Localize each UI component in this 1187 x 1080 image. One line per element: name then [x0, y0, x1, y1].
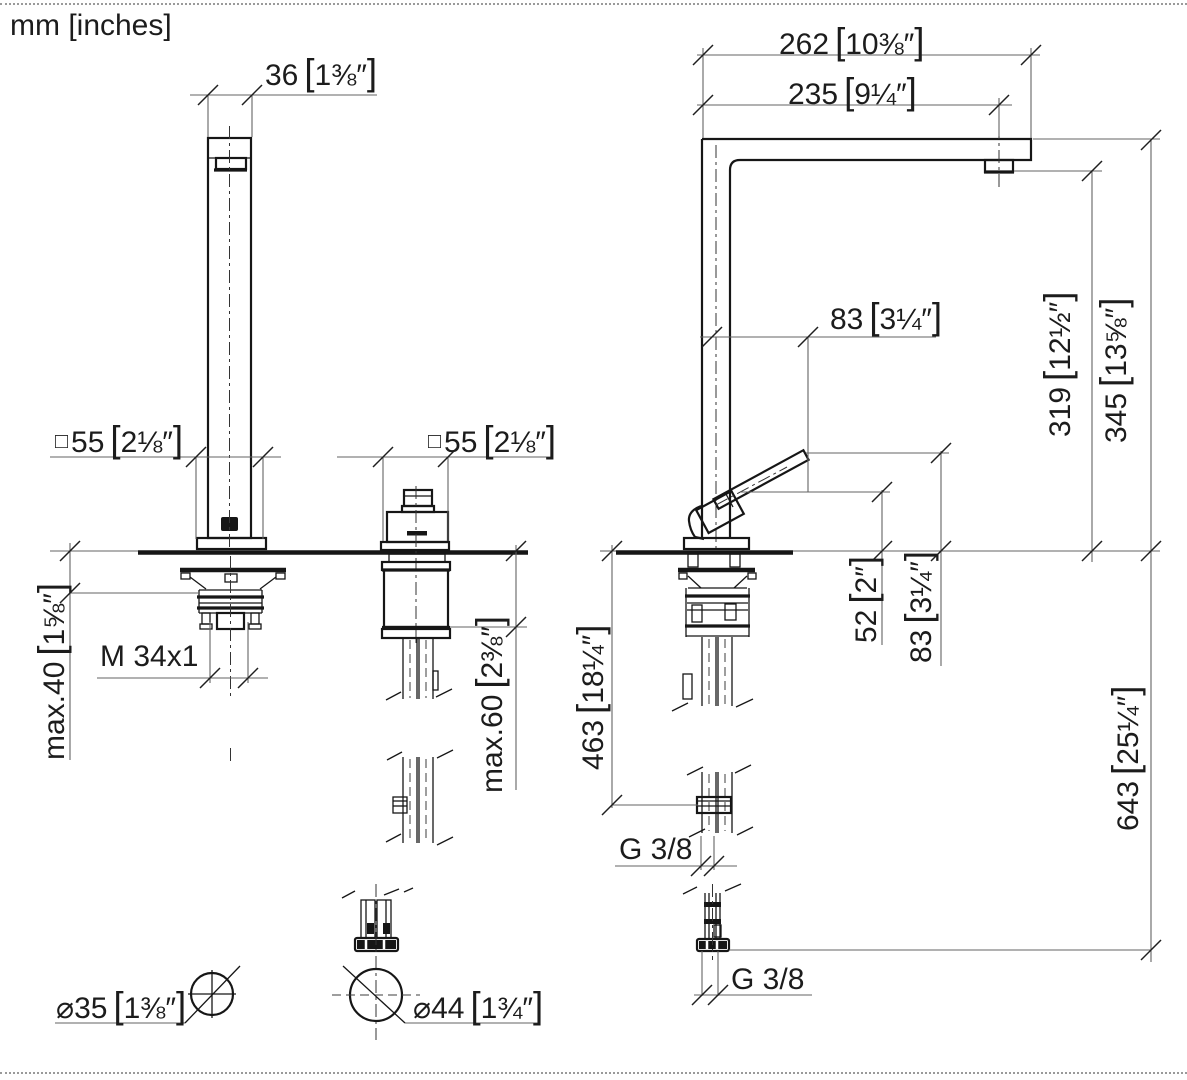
dimension-lines: [50, 48, 1160, 1024]
hole-circle-valve: [332, 967, 420, 1023]
side-base-plate: [682, 536, 751, 551]
front-valve-hoses: [385, 638, 454, 846]
dim-connection-bottom: G 3/8: [731, 963, 805, 996]
front-spout-outline: [195, 126, 268, 556]
dim-handle-top-height: 83[3¼″]: [898, 550, 939, 663]
dim-hose-total: 643[25¼″]: [1105, 685, 1146, 831]
side-hose-end: [682, 883, 742, 960]
dim-spout-width: 36[1⅜″]: [265, 52, 378, 93]
side-mounting: [678, 553, 757, 637]
dim-hole-spout: ⌀35[1⅜″]: [56, 985, 187, 1026]
hole-circle-spout: [188, 970, 236, 1018]
dim-hole-valve: ⌀44[1¾″]: [413, 985, 544, 1026]
dim-handle-length: 83[3¼″]: [830, 296, 943, 337]
sensor-window: [221, 517, 238, 531]
dim-height-outlet: 319[12½″]: [1037, 291, 1078, 437]
front-valve-mounting: [380, 553, 452, 640]
dim-counter-max-spout: max.40[1⅝″]: [31, 582, 72, 760]
bottom-border: [0, 1072, 1187, 1074]
side-hoses: [671, 637, 754, 838]
dim-height-total: 345[13⅝″]: [1093, 297, 1134, 443]
front-spout-mounting: [180, 556, 286, 762]
front-valve-outline: [379, 486, 451, 645]
dim-hose-to-connector: 463[18¼″]: [570, 624, 611, 770]
dim-handle-low-height: 52[2″]: [843, 555, 884, 643]
dim-escutcheon-spout: □55[2⅛″]: [55, 419, 184, 460]
top-border: [0, 3, 1187, 5]
dim-reach-overall: 262[10⅜″]: [779, 21, 925, 62]
side-view-outline: [700, 126, 1033, 552]
dim-counter-max-valve: max.60[2⅜″]: [469, 615, 510, 793]
dim-escutcheon-valve: □55[2⅛″]: [428, 419, 557, 460]
side-handle: [687, 448, 811, 541]
unit-note: mm [inches]: [10, 9, 172, 42]
hose-end-connector: [341, 884, 414, 1040]
dim-connection-side: G 3/8: [619, 833, 693, 866]
dim-thread-spout: M 34x1: [100, 640, 199, 673]
dim-reach-outlet: 235[9¼″]: [788, 71, 917, 112]
